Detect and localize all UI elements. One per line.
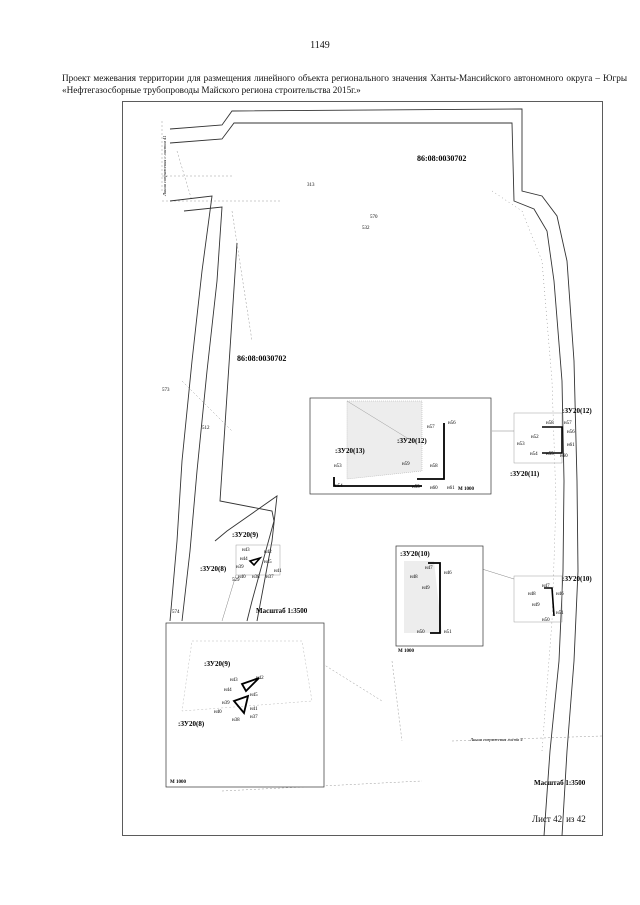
parcel-number: 313	[307, 183, 315, 188]
point-label: н51	[444, 630, 452, 635]
parcel-number: 570	[370, 215, 378, 220]
parcel-number: 532	[362, 226, 370, 231]
point-label: н61	[447, 486, 455, 491]
inset-leaders	[221, 430, 515, 622]
point-label: н51	[556, 611, 564, 616]
document-caption: Проект межевания территории для размещен…	[62, 73, 627, 95]
point-label: н53	[334, 464, 342, 469]
point-label: н45	[250, 693, 258, 698]
point-label: н49	[422, 586, 430, 591]
point-label: н48	[528, 592, 536, 597]
point-label: н41	[250, 707, 258, 712]
point-label: н49	[532, 603, 540, 608]
inset1-zu12: :ЗУ20(12)	[397, 437, 427, 445]
plot-label-zu11: :ЗУ20(11)	[510, 470, 540, 478]
scale-label-top: Масштаб 1:3500	[256, 607, 308, 615]
point-label: н58	[430, 464, 438, 469]
plot-label-zu8: :ЗУ20(8)	[200, 565, 227, 573]
plot-group-c: :ЗУ20(10) н47 н46 н48 н49 н51 н50	[513, 575, 592, 623]
plot-label-zu10: :ЗУ20(10)	[562, 575, 592, 583]
inset-2: :ЗУ20(10) н47 н48 н46 н49 н50 н51 М 1000	[395, 545, 484, 654]
point-label: н50	[417, 630, 425, 635]
point-label: н57	[427, 425, 435, 430]
point-label: н43	[242, 548, 250, 553]
point-label: н50	[542, 618, 550, 623]
plot-group-b: :ЗУ20(12) :ЗУ20(11) н58 н57 н56 н52 н53 …	[510, 407, 592, 478]
point-label: н39	[236, 565, 244, 570]
sheet-label: Лист 42	[532, 814, 563, 824]
point-label: н60	[560, 454, 568, 459]
point-label: н38	[252, 575, 260, 580]
map-sheet: 86:08:0030702 86:08:0030702 Линия сопряж…	[122, 101, 603, 836]
point-label: н55	[412, 485, 420, 490]
point-label: н44	[224, 688, 232, 693]
point-label: н41	[274, 569, 282, 574]
point-label: н47	[425, 566, 433, 571]
point-label: н42	[264, 550, 272, 555]
inset-1: :ЗУ20(12) :ЗУ20(13) н57 н56 н59 н58 н53 …	[309, 397, 492, 495]
inset2-scale: М 1000	[398, 649, 414, 654]
inset3-zu9: :ЗУ20(9)	[204, 660, 231, 668]
cadastral-block-mid: 86:08:0030702	[237, 354, 286, 363]
point-label: н38	[232, 718, 240, 723]
parcel-number: 573	[162, 388, 170, 393]
page-number: 1149	[310, 40, 330, 51]
point-label: н47	[542, 584, 550, 589]
point-label: н56	[448, 421, 456, 426]
plot-group-a: :ЗУ20(9) :ЗУ20(8) н43 н42 н44 н45 н39 н4…	[200, 531, 282, 580]
point-label: н37	[250, 715, 258, 720]
point-label: н59	[402, 462, 410, 467]
inset-3: :ЗУ20(9) :ЗУ20(8) н43 н42 н44 н45 н39 н4…	[165, 622, 325, 788]
parcel-number: 512	[202, 426, 210, 431]
sheet-of-label: из 42	[566, 814, 586, 824]
parcel-lines	[161, 121, 603, 792]
point-label: н55	[546, 452, 554, 457]
point-label: н45	[264, 560, 272, 565]
plot-label-zu9: :ЗУ20(9)	[232, 531, 259, 539]
point-label: н44	[240, 557, 248, 562]
point-label: н46	[444, 571, 452, 576]
inset1-scale: М 1000	[458, 487, 474, 492]
parcel-number: 574	[172, 610, 180, 615]
cadastral-map: 86:08:0030702 86:08:0030702 Линия сопряж…	[122, 101, 603, 836]
point-label: н54	[530, 452, 538, 457]
inset3-zu8: :ЗУ20(8)	[178, 720, 205, 728]
scale-label-bottom: Масштаб 1:3500	[534, 779, 586, 787]
point-label: н46	[556, 592, 564, 597]
point-label: н52	[531, 435, 539, 440]
bottom-note: Линия сопряжения листа 4	[469, 737, 523, 742]
plot-label-zu12: :ЗУ20(12)	[562, 407, 592, 415]
inset2-zu10: :ЗУ20(10)	[400, 550, 430, 558]
point-label: н54	[335, 484, 343, 489]
point-label: н58	[546, 421, 554, 426]
point-label: н43	[230, 678, 238, 683]
map-frame	[122, 101, 603, 836]
point-label: н53	[517, 442, 525, 447]
point-label: н61	[567, 443, 575, 448]
inset1-zu13: :ЗУ20(13)	[335, 447, 365, 455]
survey-dots	[491, 190, 557, 752]
parcel-number: 529	[232, 578, 240, 583]
point-label: н48	[410, 575, 418, 580]
side-note-left: Линия сопряжения с листом 41	[162, 135, 167, 197]
corridor-boundary	[169, 108, 579, 836]
point-label: н56	[567, 430, 575, 435]
point-label: н40	[214, 710, 222, 715]
point-label: н60	[430, 486, 438, 491]
inset3-scale: М 1000	[170, 780, 186, 785]
point-label: н39	[222, 701, 230, 706]
point-label: н40	[238, 575, 246, 580]
point-label: н42	[256, 676, 264, 681]
point-label: н57	[564, 421, 572, 426]
cadastral-block-top: 86:08:0030702	[417, 154, 466, 163]
point-label: н37	[266, 575, 274, 580]
